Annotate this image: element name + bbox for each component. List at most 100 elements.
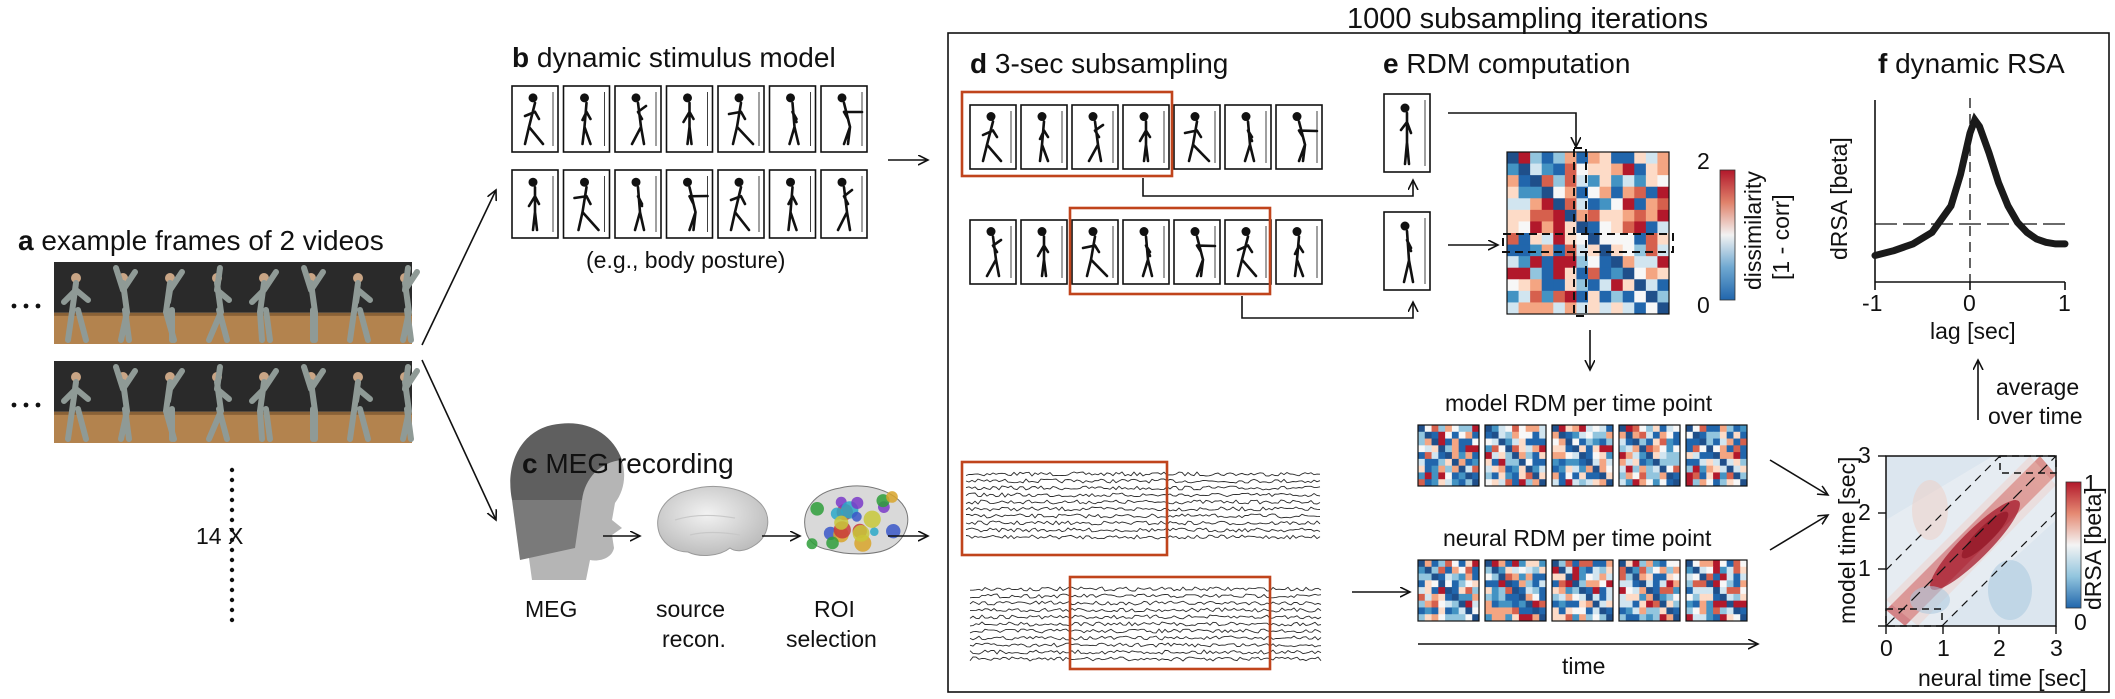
- video-strip: [54, 361, 420, 443]
- source-reconstruction-brain-icon: [657, 485, 769, 556]
- matrix-xtick-3: 3: [2050, 635, 2063, 661]
- dancer-figure: [301, 265, 326, 343]
- stick-figure-frame: [717, 169, 765, 239]
- drsa-colorbar: [2065, 481, 2082, 609]
- stick-figure-frame: [562, 85, 611, 153]
- stick-figure-frame: [1173, 104, 1221, 170]
- stick-figure-frame: [614, 169, 662, 239]
- panel-f-title: f dynamic RSA: [1878, 48, 2065, 79]
- rdm-grid: [1484, 559, 1547, 622]
- neural-rdm-series: [1417, 559, 1748, 622]
- source-label-1: source: [656, 596, 726, 622]
- stick-figure-frame: [1275, 219, 1323, 285]
- stick-figure-frame: [1122, 104, 1170, 170]
- stick-figure-frame: [1224, 219, 1272, 285]
- stick-figure-frame: [1071, 104, 1119, 170]
- stimulus-model-frames: [511, 85, 868, 239]
- stick-figure-frame: [768, 85, 817, 153]
- selection-box-model-top: [960, 90, 1174, 178]
- dancer-figure: [400, 265, 420, 343]
- panel-a-title: a example frames of 2 videos: [18, 225, 384, 256]
- rdm-grid: [1417, 424, 1480, 487]
- dancer-figure: [347, 273, 373, 343]
- drsa-colorbar-max: 1: [2084, 470, 2097, 496]
- stick-figure-frame: [969, 104, 1017, 170]
- subsampling-frames: [969, 104, 1323, 285]
- stick-figure-frame: [665, 85, 714, 153]
- stick-figure-frame: [1383, 93, 1431, 173]
- video-frame-strips: [54, 262, 420, 443]
- selection-box-meg-bottom: [1068, 575, 1272, 671]
- panel-b-title: b dynamic stimulus model: [512, 42, 836, 73]
- matrix-ytick-1: 1: [1858, 555, 1871, 581]
- iterations-box: [947, 32, 2110, 693]
- panel-b-note: (e.g., body posture): [586, 247, 786, 273]
- plot-xtick-neg1: -1: [1862, 290, 1883, 316]
- selection-box-meg-top: [960, 460, 1169, 557]
- selection-boxes: [960, 90, 1272, 671]
- matrix-xlabel: neural time [sec]: [1918, 665, 2087, 691]
- video-strip: [54, 262, 420, 344]
- stick-figure-frame: [511, 85, 559, 153]
- dancer-figure: [61, 372, 91, 442]
- rdm-grid: [1551, 559, 1614, 622]
- dancer-figure: [61, 273, 91, 343]
- panel-c-title: c MEG recording: [522, 448, 734, 479]
- dancer-figure: [249, 269, 279, 343]
- rdm-grid: [1685, 424, 1748, 487]
- drsa-lag-plot: [1871, 98, 2069, 290]
- panel-e-title: e RDM computation: [1383, 48, 1631, 79]
- dancer-figure: [162, 269, 185, 343]
- meg-label: MEG: [525, 596, 578, 622]
- rdm-colorbar-min: 0: [1697, 292, 1710, 318]
- matrix-xtick-1: 1: [1937, 635, 1950, 661]
- matrix-ytick-2: 2: [1858, 499, 1871, 525]
- stick-figure-frame: [1020, 219, 1068, 285]
- stick-figure-frame: [717, 85, 765, 153]
- rdm-input-frames: [1383, 93, 1431, 291]
- plot-xtick-1: 1: [2058, 290, 2071, 316]
- stick-figure-frame: [820, 85, 868, 153]
- dancer-figure: [206, 364, 232, 442]
- average-label-2: over time: [1988, 403, 2083, 429]
- drsa-colorbar-label: dRSA [beta]: [2080, 487, 2106, 610]
- neural-rdm-label: neural RDM per time point: [1443, 525, 1712, 551]
- matrix-xtick-0: 0: [1880, 635, 1893, 661]
- connector-lines: [421, 112, 1978, 644]
- rdm-colorbar-label-1: dissimilarity: [1740, 171, 1766, 290]
- roi-label-1: ROI: [814, 596, 855, 622]
- average-label-1: average: [1996, 374, 2080, 400]
- rdm-grid: [1417, 559, 1480, 622]
- rdm-grid: [1618, 559, 1681, 622]
- plot-xtick-0: 0: [1963, 290, 1976, 316]
- selection-box-model-bottom: [1068, 206, 1272, 296]
- stick-figure-frame: [1071, 219, 1119, 285]
- stick-figure-frame: [511, 169, 559, 239]
- dancer-figure: [162, 368, 185, 442]
- matrix-xtick-2: 2: [1993, 635, 2006, 661]
- iterations-label: 1000 subsampling iterations: [1347, 3, 1709, 35]
- plot-xlabel: lag [sec]: [1930, 318, 2016, 344]
- plot-ylabel: dRSA [beta]: [1826, 137, 1852, 260]
- rdm-colorbar-label-2: [1 - corr]: [1768, 194, 1794, 280]
- dancer-figure: [249, 368, 279, 442]
- stick-figure-frame: [820, 169, 868, 239]
- rdm-grid: [1484, 424, 1547, 487]
- model-rdm-label: model RDM per time point: [1445, 390, 1713, 416]
- repeat-count-label: 14 X: [196, 523, 244, 549]
- stick-figure-frame: [665, 169, 714, 239]
- panel-d-title: d 3-sec subsampling: [970, 48, 1229, 79]
- dancer-figure: [113, 265, 138, 343]
- stick-figure-frame: [969, 219, 1017, 285]
- stick-figure-frame: [1173, 219, 1221, 285]
- matrix-ytick-3: 3: [1858, 442, 1871, 468]
- matrix-ylabel: model time [sec]: [1834, 456, 1860, 624]
- rdm-grid: [1618, 424, 1681, 487]
- stick-figure-frame: [1224, 104, 1272, 170]
- rdm-grid: [1506, 151, 1670, 315]
- rdm-colorbar: [1719, 169, 1736, 301]
- meg-head-icon: [510, 423, 625, 580]
- stick-figure-frame: [614, 85, 662, 153]
- dancer-figure: [400, 364, 420, 442]
- roi-selection-brain-icon: [804, 485, 909, 555]
